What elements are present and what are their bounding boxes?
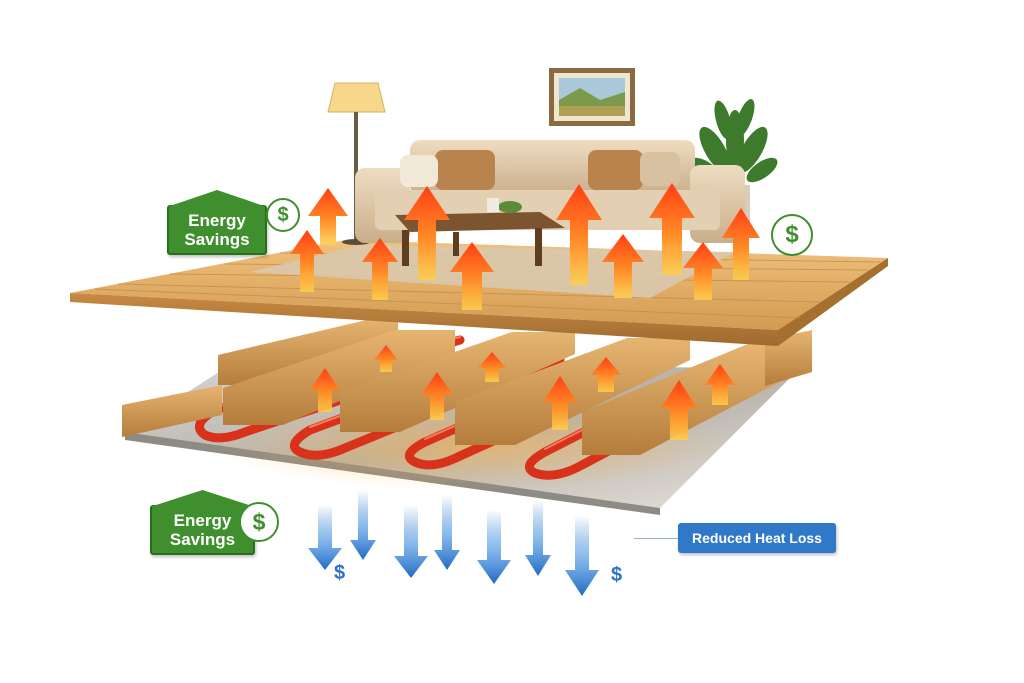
heat-up-arrow-icon: [450, 242, 494, 310]
joist-5: [582, 344, 810, 455]
energy-savings-bottom-line1: Energy: [173, 511, 232, 530]
joists: [122, 318, 812, 455]
joist-3: [340, 332, 575, 432]
floor-side-edge: [778, 258, 888, 346]
heat-up-arrow-icon: [683, 242, 723, 300]
heat-up-arrow-icon: [591, 357, 621, 392]
joist-2: [223, 330, 455, 425]
heat-up-arrow-icon: [310, 368, 340, 412]
reduced-heat-loss-leader-line: [634, 538, 678, 539]
energy-savings-top-line1: Energy: [188, 211, 246, 230]
heat-loss-down-arrow-icon: [394, 505, 428, 578]
heat-loss-down-arrow-icon: [477, 510, 511, 584]
heat-loss-dollar: $: [611, 564, 623, 586]
heat-loss-down-arrow-icon: [565, 515, 599, 596]
joist-4: [455, 338, 690, 445]
heat-up-arrow-icon: [421, 372, 453, 420]
heat-up-arrow-icon: [478, 352, 506, 382]
reduced-heat-loss-label: Reduced Heat Loss: [678, 523, 836, 553]
joist-1: [218, 318, 398, 385]
energy-savings-top-line2: Savings: [184, 230, 250, 249]
heat-up-arrow-icon: [374, 345, 398, 372]
heat-up-arrow-icon: [404, 186, 450, 280]
picture-frame-icon: [549, 68, 635, 126]
room-heat-arrows: [290, 183, 760, 310]
potted-plant-icon: [690, 99, 778, 225]
heat-loss-down-arrow-icon: [525, 500, 551, 576]
dollar-coin-icon: $: [771, 214, 813, 256]
heat-up-arrow-icon: [543, 376, 577, 430]
heat-up-arrow-icon: [661, 380, 697, 440]
heat-loss-down-arrow-icon: [434, 495, 460, 570]
heat-up-arrow-icon: [722, 208, 760, 280]
heat-up-arrow-icon: [602, 234, 644, 298]
dollar-coin-icon: $: [266, 198, 300, 232]
dollar-coin-symbol: $: [252, 509, 266, 535]
heat-loss-down-arrow-icon: [350, 490, 376, 560]
heat-up-arrow-icon: [649, 183, 695, 275]
dollar-coin-icon: $: [239, 502, 279, 542]
heat-loss-down-arrow-icon: [308, 505, 342, 570]
heat-loss-dollar: $: [334, 562, 346, 584]
heat-up-arrow-icon: [705, 364, 735, 405]
joist-front: [122, 385, 222, 437]
energy-savings-badge-top: Energy Savings: [167, 205, 267, 255]
subfloor-heat-arrows: [310, 345, 735, 440]
dollar-coin-symbol: $: [785, 221, 799, 248]
heat-up-arrow-icon: [362, 238, 398, 300]
heat-up-arrow-icon: [290, 230, 324, 292]
heat-up-arrow-icon: [556, 184, 602, 285]
dollar-coin-symbol: $: [277, 204, 289, 226]
energy-savings-badge-bottom: Energy Savings: [150, 505, 255, 555]
floor-front-edge: [70, 293, 778, 346]
heat-loss-arrows: [308, 490, 599, 596]
energy-savings-bottom-line2: Savings: [169, 530, 236, 549]
heat-up-arrow-icon: [308, 188, 348, 245]
